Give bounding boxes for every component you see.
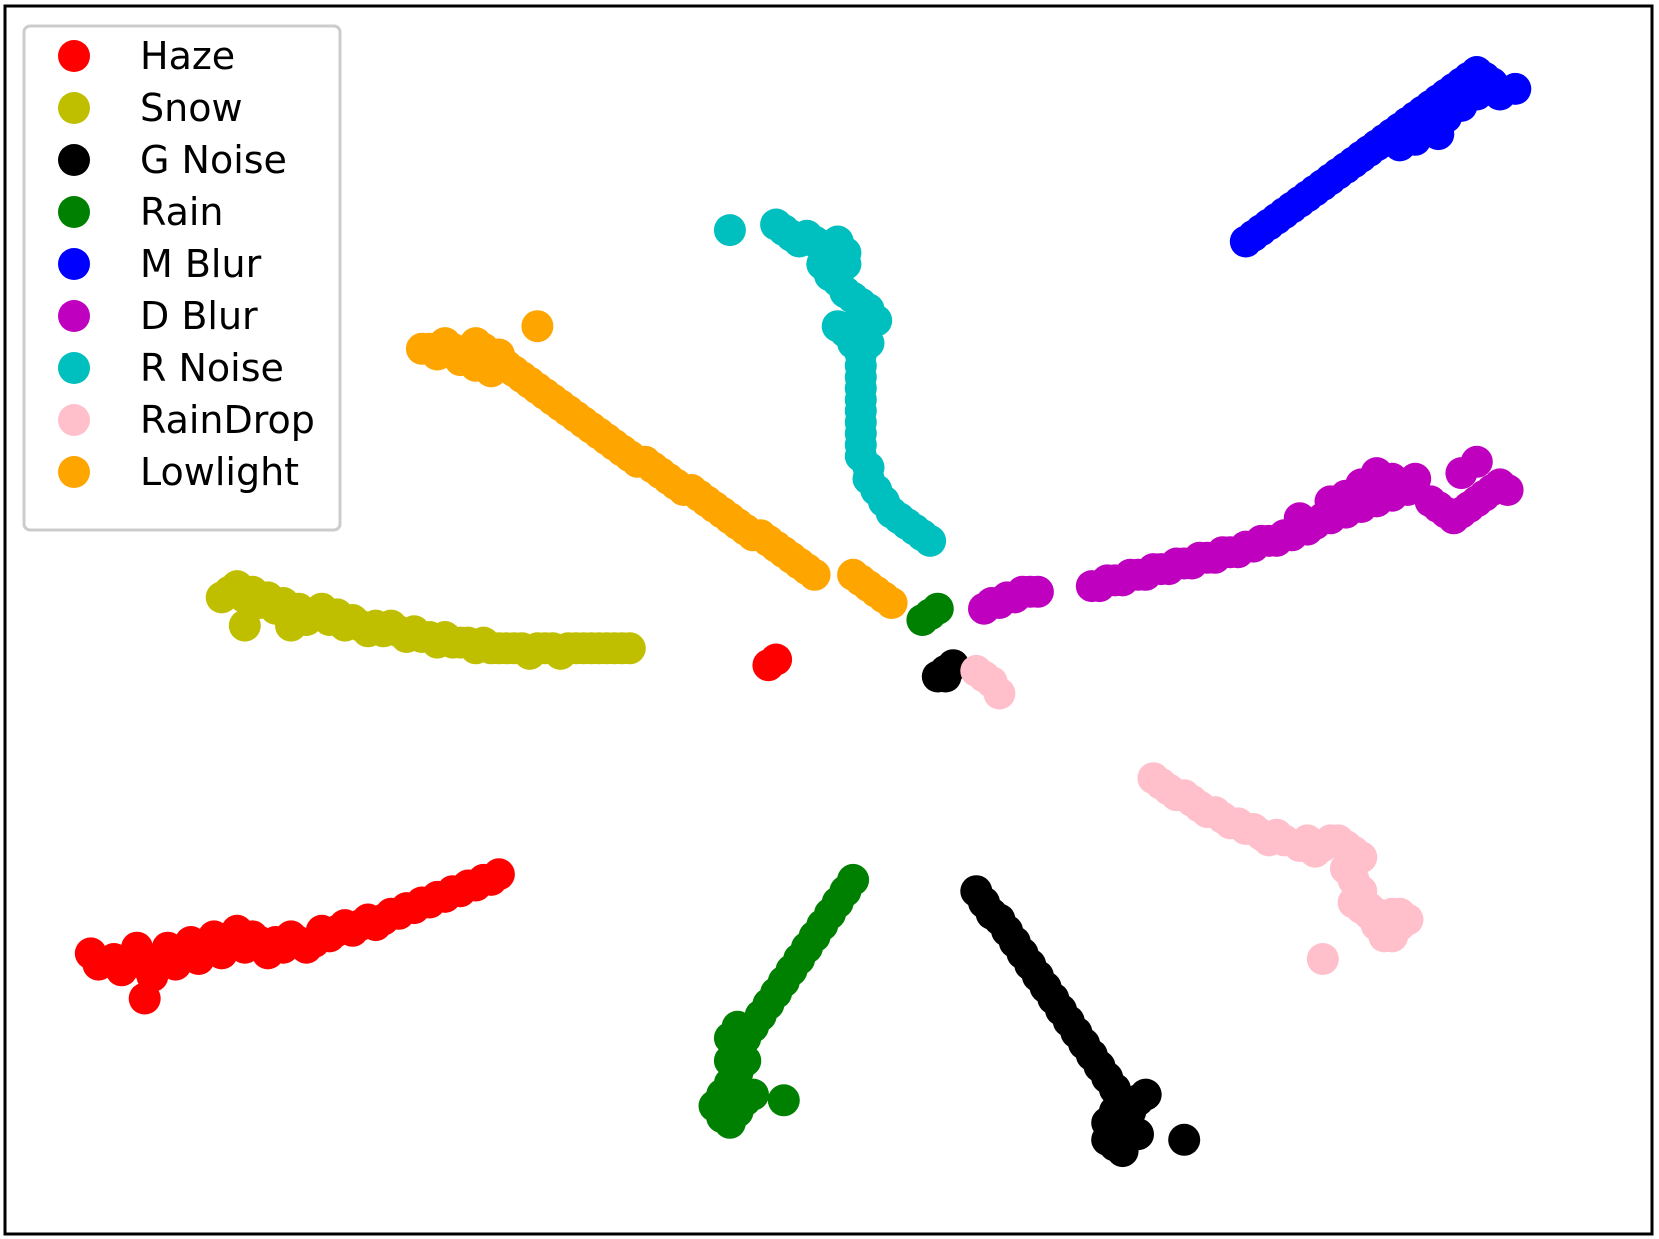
legend-label-snow: Snow xyxy=(140,86,243,130)
point-lowlight xyxy=(798,558,831,591)
legend-label-lowlight: Lowlight xyxy=(140,450,299,494)
legend-marker-r-noise xyxy=(58,352,90,384)
point-r-noise xyxy=(713,214,746,247)
point-raindrop xyxy=(1353,892,1385,925)
legend-label-d-blur: D Blur xyxy=(140,294,258,338)
point-snow xyxy=(275,609,307,642)
legend-marker-rain xyxy=(58,196,90,228)
point-lowlight xyxy=(875,587,908,619)
point-r-noise xyxy=(852,327,885,360)
point-snow xyxy=(228,609,261,642)
legend-label-raindrop: RainDrop xyxy=(140,398,315,442)
point-rain xyxy=(737,1078,769,1111)
point-raindrop xyxy=(1306,943,1339,975)
legend-label-r-noise: R Noise xyxy=(140,346,284,390)
point-d-blur xyxy=(1314,485,1347,518)
point-raindrop xyxy=(983,677,1016,710)
legend-marker-snow xyxy=(58,92,90,124)
legend-label-m-blur: M Blur xyxy=(140,242,262,286)
point-m-blur xyxy=(1383,129,1416,162)
point-snow xyxy=(613,632,646,665)
legend-label-haze: Haze xyxy=(140,34,235,78)
legend-marker-lowlight xyxy=(58,456,90,488)
point-r-noise xyxy=(914,524,947,557)
point-m-blur xyxy=(1422,118,1455,151)
legend-marker-g-noise xyxy=(58,144,90,176)
point-g-noise xyxy=(1122,1118,1154,1151)
point-rain xyxy=(767,1084,800,1117)
points-layer xyxy=(74,56,1532,1168)
point-g-noise xyxy=(929,660,962,693)
point-g-noise xyxy=(1129,1078,1162,1111)
point-d-blur xyxy=(1491,474,1524,506)
point-d-blur xyxy=(1445,457,1478,490)
point-d-blur xyxy=(1414,485,1447,518)
point-lowlight xyxy=(459,349,492,382)
point-rain xyxy=(713,1044,746,1077)
point-haze xyxy=(128,982,161,1015)
point-haze xyxy=(482,858,515,891)
legend-marker-d-blur xyxy=(58,300,90,332)
point-lowlight xyxy=(521,310,554,343)
point-d-blur xyxy=(1021,575,1054,608)
point-rain xyxy=(921,592,954,625)
legend-marker-haze xyxy=(58,40,90,72)
legend-label-rain: Rain xyxy=(140,190,224,234)
point-r-noise xyxy=(829,248,862,281)
legend-label-g-noise: G Noise xyxy=(140,138,287,182)
point-g-noise xyxy=(1168,1123,1201,1156)
legend-marker-raindrop xyxy=(58,404,90,436)
point-d-blur xyxy=(1399,462,1432,495)
point-d-blur xyxy=(1283,502,1316,535)
point-m-blur xyxy=(1499,72,1532,105)
legend-marker-m-blur xyxy=(58,248,90,280)
legend-box xyxy=(22,24,342,532)
point-g-noise xyxy=(1098,1101,1131,1134)
point-haze xyxy=(760,643,793,676)
